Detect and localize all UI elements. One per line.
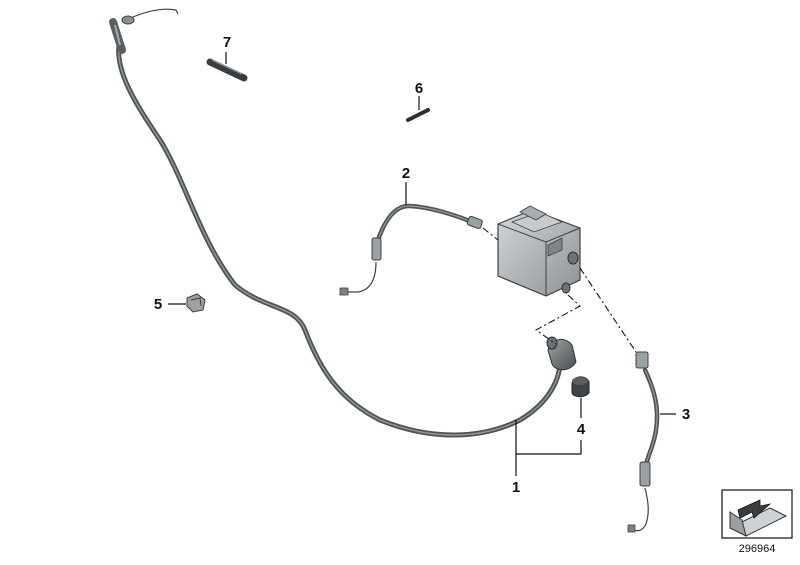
- part-4-rubber-cap: [571, 376, 590, 398]
- part-6-strip: [406, 108, 430, 122]
- part-1-long-cable: [109, 8, 577, 438]
- callout-7: 7: [223, 34, 231, 51]
- callout-6: 6: [415, 80, 423, 97]
- leader-lines: [168, 52, 676, 476]
- callout-4: 4: [577, 421, 586, 438]
- part-5-clip: [186, 293, 206, 313]
- part-2-short-cable: [339, 203, 483, 296]
- callout-1: 1: [512, 479, 520, 496]
- callout-2: 2: [402, 165, 410, 182]
- control-unit: [497, 205, 581, 297]
- connection-lines: [482, 227, 637, 353]
- direction-arrow-icon: [728, 499, 788, 537]
- part-3-lower-cable: [627, 351, 660, 533]
- reference-box: 296964: [721, 489, 793, 555]
- part-7-cable-tie: [206, 58, 248, 82]
- callout-3: 3: [682, 406, 690, 423]
- reference-number: 296964: [739, 543, 776, 555]
- callout-5: 5: [154, 296, 162, 313]
